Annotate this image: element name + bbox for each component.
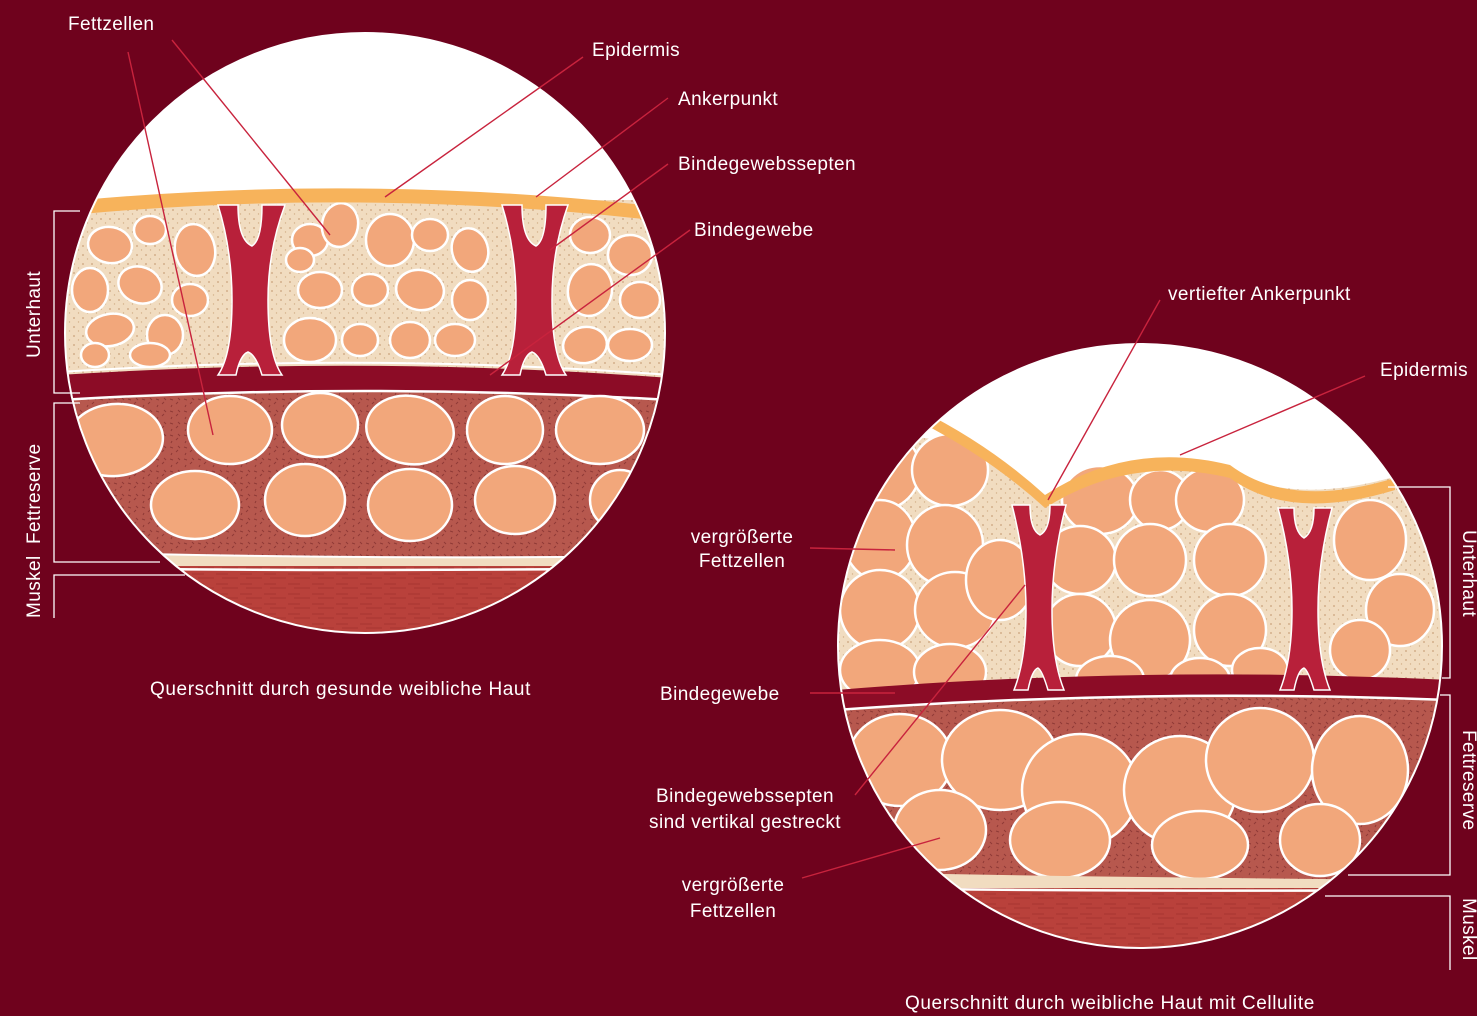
enlarged-reserve-fat-cell (894, 790, 986, 870)
fat-cell (342, 324, 378, 356)
label-septen-gestreckt-a: Bindegewebssepten (656, 786, 834, 807)
reserve-fat-cell (475, 466, 555, 534)
enlarged-fat-cell (840, 430, 920, 510)
label-vergroesserte-fettzellen-1a: vergrößerte (691, 527, 794, 548)
fat-cell (390, 322, 430, 358)
fat-cell (570, 217, 610, 253)
label-vergroesserte-fettzellen-2a: vergrößerte (682, 875, 785, 896)
label-vergroesserte-fettzellen-2b: Fettzellen (690, 901, 776, 922)
fat-cell (608, 235, 652, 275)
reserve-fat-cell (265, 464, 345, 536)
fat-cell (172, 284, 208, 316)
label-septen-gestreckt-b: sind vertikal gestreckt (649, 812, 841, 833)
fat-cell (286, 248, 314, 272)
fat-cell (452, 280, 488, 320)
reserve-fat-cell (188, 396, 272, 464)
fat-cell (130, 343, 170, 367)
enlarged-fat-cell (1114, 524, 1186, 596)
cellulite-skin-cross-section (836, 344, 1456, 958)
fat-cell (284, 318, 336, 362)
enlarged-fat-cell (1334, 500, 1406, 580)
reserve-fat-cell (467, 396, 543, 464)
layer-label-unterhaut: Unterhaut (24, 271, 45, 358)
enlarged-reserve-fat-cell (1206, 708, 1314, 812)
enlarged-fat-cell (1194, 524, 1266, 596)
label-vergroesserte-fettzellen-1b: Fettzellen (699, 551, 785, 572)
fat-cell (412, 219, 448, 251)
label-epidermis-cellulite: Epidermis (1380, 360, 1468, 381)
label-fettzellen: Fettzellen (68, 14, 154, 35)
enlarged-fat-cell (1330, 620, 1390, 680)
fat-cell (435, 324, 475, 356)
reserve-fat-cell (282, 393, 358, 457)
fat-cell (608, 329, 652, 361)
healthy-skin-cross-section (60, 33, 670, 646)
fat-cell (352, 274, 388, 306)
label-ankerpunkt: Ankerpunkt (678, 89, 778, 110)
label-bindegewebe-cellulite: Bindegewebe (660, 684, 780, 705)
fat-cell (134, 216, 166, 244)
reserve-fat-cell (368, 469, 452, 541)
layer-label-fettreserve-cellulite: Fettreserve (1458, 730, 1477, 831)
layer-label-muskel-cellulite: Muskel (1458, 898, 1477, 961)
reserve-fat-cell (151, 471, 239, 539)
fat-cell (298, 272, 342, 308)
fat-cell (366, 214, 414, 266)
enlarged-fat-cell (844, 500, 916, 580)
layer-label-fettreserve: Fettreserve (24, 444, 45, 545)
enlarged-reserve-fat-cell (1152, 811, 1248, 879)
label-bindegewebssepten: Bindegewebssepten (678, 154, 856, 175)
layer-label-unterhaut-cellulite: Unterhaut (1458, 530, 1477, 617)
label-bindegewebe: Bindegewebe (694, 220, 814, 241)
label-vertiefter-ankerpunkt: vertiefter Ankerpunkt (1168, 284, 1351, 305)
fat-cell (81, 343, 109, 367)
enlarged-reserve-fat-cell (1010, 802, 1110, 878)
fat-cell (72, 268, 108, 312)
reserve-fat-cell (556, 396, 644, 464)
enlarged-fat-cell (840, 570, 920, 650)
caption-cellulite: Querschnitt durch weibliche Haut mit Cel… (905, 993, 1315, 1014)
fat-cell (620, 282, 660, 318)
label-epidermis: Epidermis (592, 40, 680, 61)
layer-label-muskel: Muskel (24, 555, 45, 618)
caption-healthy: Querschnitt durch gesunde weibliche Haut (150, 679, 531, 700)
